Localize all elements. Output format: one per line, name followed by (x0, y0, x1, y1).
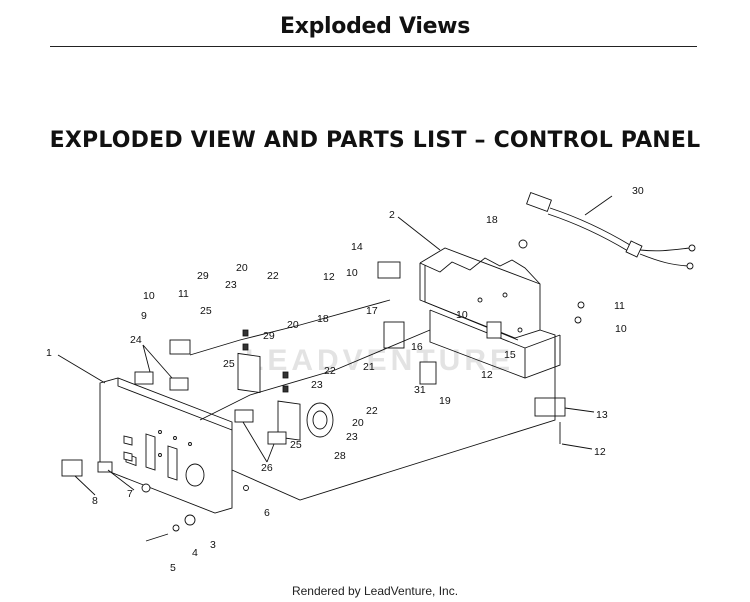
callout-18b: 18 (486, 214, 498, 226)
callout-1: 1 (46, 347, 52, 359)
callout-23c: 23 (346, 431, 358, 443)
callout-28: 28 (334, 450, 346, 462)
watermark-text: LEADVENTURE (245, 344, 514, 377)
breaker-parts (134, 339, 287, 445)
header-divider (50, 46, 697, 47)
callout-25c: 25 (290, 439, 302, 451)
callout-30: 30 (632, 185, 644, 197)
rear-enclosure-part (419, 247, 561, 379)
callout-12b: 12 (481, 369, 493, 381)
callout-22c: 22 (366, 405, 378, 417)
callout-3: 3 (210, 539, 216, 551)
callout-24: 24 (130, 334, 142, 346)
wire-harness-part (526, 192, 696, 270)
page-header-title: Exploded Views (279, 14, 471, 39)
twist-lock-receptacle-part-28 (306, 402, 334, 438)
callout-4: 4 (192, 547, 198, 559)
callout-10c: 10 (456, 309, 468, 321)
callout-22a: 22 (267, 270, 279, 282)
callout-13: 13 (596, 409, 608, 421)
receptacle-part-29b (277, 371, 301, 441)
callout-15: 15 (504, 349, 516, 361)
callout-11b: 11 (614, 300, 625, 312)
callout-11a: 11 (178, 288, 189, 300)
callout-8: 8 (92, 495, 98, 507)
callout-10b: 10 (346, 267, 358, 279)
callout-23a: 23 (225, 279, 237, 291)
front-panel-part (99, 377, 233, 514)
receptacle-part-29a (237, 329, 261, 394)
callout-20c: 20 (352, 417, 364, 429)
callout-12c: 12 (594, 446, 606, 458)
callout-12a: 12 (323, 271, 335, 283)
callout-29a: 29 (197, 270, 209, 282)
callout-2: 2 (389, 209, 395, 221)
footer-credit: Rendered by LeadVenture, Inc. (291, 584, 459, 598)
callout-7: 7 (127, 488, 133, 500)
callout-14: 14 (351, 241, 363, 253)
callout-6: 6 (264, 507, 270, 519)
callout-10a: 10 (143, 290, 155, 302)
callout-25b: 25 (223, 358, 235, 370)
wiring-path-mid (189, 299, 391, 356)
leader-lines (57, 195, 613, 496)
callout-25a: 25 (200, 305, 212, 317)
callout-18a: 18 (317, 313, 329, 325)
wiring-path-main (231, 338, 556, 501)
small-hardware-parts (61, 239, 585, 542)
callout-17: 17 (366, 305, 378, 317)
callout-20b: 20 (287, 319, 299, 331)
callout-5: 5 (170, 562, 176, 574)
callout-labels: 1 2 3 4 5 6 7 8 9 10 10 10 10 11 11 12 1… (46, 185, 644, 574)
callout-31: 31 (414, 384, 426, 396)
callout-16: 16 (411, 341, 423, 353)
callout-26: 26 (261, 462, 273, 474)
wiring-path-upper (199, 329, 431, 421)
section-title: EXPLODED VIEW AND PARTS LIST – CONTROL P… (49, 128, 701, 153)
callout-10d: 10 (615, 323, 627, 335)
callout-23b: 23 (311, 379, 323, 391)
callout-20a: 20 (236, 262, 248, 274)
callout-29b: 29 (263, 330, 275, 342)
callout-9: 9 (141, 310, 147, 322)
callout-19: 19 (439, 395, 451, 407)
callout-22b: 22 (324, 365, 336, 377)
callout-21: 21 (363, 361, 375, 373)
